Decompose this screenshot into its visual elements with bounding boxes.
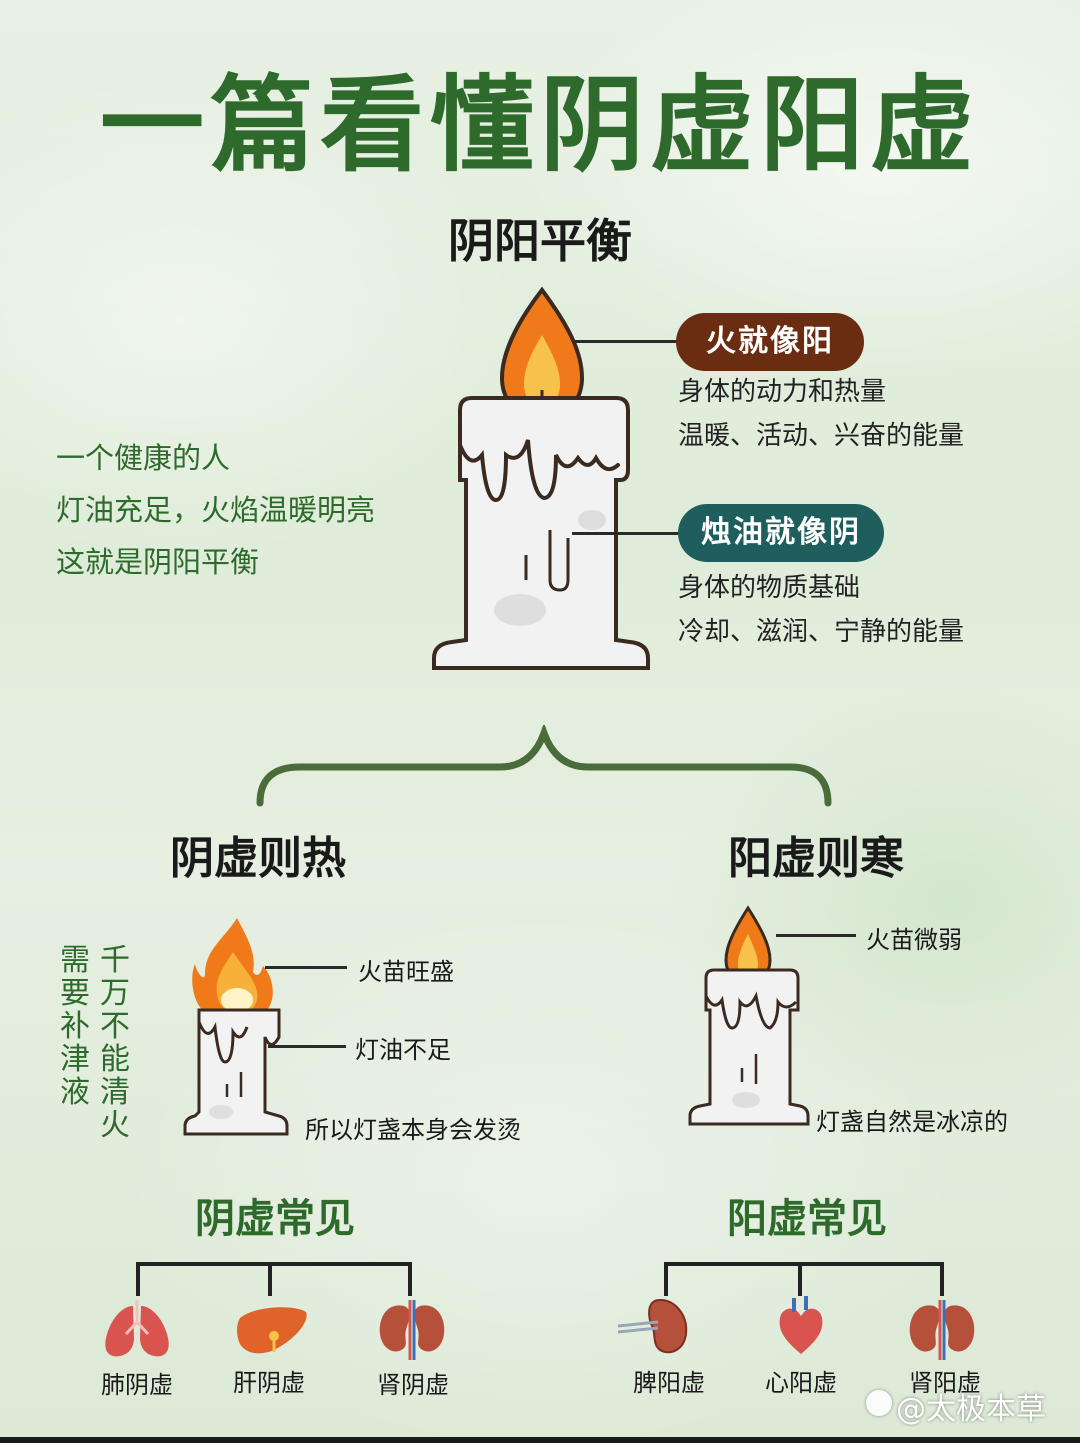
low-oil-label: 灯油不足: [355, 1036, 451, 1064]
brace-icon: [256, 725, 832, 807]
fire-pill: 火就像阳: [676, 313, 864, 371]
balance-line-2: 灯油充足，火焰温暖明亮: [56, 493, 376, 527]
organ-label-heart: 心阳虚: [765, 1369, 837, 1397]
weak-flame-connector: [776, 934, 856, 937]
yang-xu-heading: 阳虚则寒: [728, 833, 904, 884]
oil-pill: 烛油就像阴: [678, 504, 884, 562]
organ-label-kidney-yang: 肾阳虚: [909, 1369, 981, 1397]
heart-icon: [779, 1296, 823, 1354]
fire-line-1: 身体的动力和热量: [678, 377, 887, 407]
liver-icon: [237, 1307, 307, 1354]
oil-connector: [572, 532, 682, 535]
organ-label-kidney-yin: 肾阴虚: [377, 1371, 449, 1399]
vertical-note-left: 需要补津液: [60, 943, 90, 1110]
fire-description: 身体的动力和热量 温暖、活动、兴奋的能量: [678, 370, 964, 458]
strong-flame-connector: [265, 966, 347, 969]
cold-base-label: 灯盏自然是冰凉的: [816, 1108, 1008, 1136]
vertical-note-right: 千万不能清火: [100, 943, 130, 1143]
bottom-bar: [0, 1437, 1080, 1443]
yin-tree-lines: [136, 1262, 412, 1296]
small-candle-weak-flame-icon: [688, 905, 810, 1126]
yang-tree-lines: [664, 1262, 944, 1296]
balance-description: 一个健康的人 灯油充足，火焰温暖明亮 这就是阴阳平衡: [56, 432, 375, 588]
yin-common-heading: 阴虚常见: [195, 1195, 355, 1242]
watermark: @太极本草: [896, 1392, 1046, 1427]
strong-flame-label: 火苗旺盛: [358, 958, 454, 986]
oil-line-2: 冷却、滋润、宁静的能量: [678, 617, 965, 647]
organ-label-spleen: 脾阳虚: [633, 1369, 705, 1397]
yin-xu-heading: 阴虚则热: [170, 833, 346, 884]
balance-line-3: 这就是阴阳平衡: [56, 545, 260, 579]
small-candle-strong-flame-icon: [183, 918, 289, 1136]
lungs-icon: [105, 1300, 169, 1357]
organ-label-liver: 肝阴虚: [233, 1369, 305, 1397]
organ-label-lung: 肺阴虚: [101, 1371, 173, 1399]
fire-line-2: 温暖、活动、兴奋的能量: [678, 421, 965, 451]
hot-base-label: 所以灯盏本身会发烫: [305, 1116, 521, 1144]
weak-flame-label: 火苗微弱: [866, 926, 962, 954]
oil-pill-label: 烛油就像阴: [701, 515, 861, 550]
low-oil-connector: [268, 1045, 346, 1048]
balance-line-1: 一个健康的人: [56, 441, 231, 475]
spleen-icon: [617, 1298, 688, 1354]
candle-icon: [432, 286, 650, 670]
page-title: 一篇看懂阴虚阳虚: [99, 64, 980, 186]
paw-icon: [866, 1390, 892, 1416]
oil-line-1: 身体的物质基础: [678, 573, 861, 603]
fire-pill-label: 火就像阳: [706, 324, 834, 359]
balance-heading: 阴阳平衡: [448, 214, 632, 268]
yang-common-heading: 阳虚常见: [727, 1195, 887, 1242]
kidney-icon: [379, 1300, 445, 1360]
fire-connector: [575, 340, 685, 343]
kidney-icon: [909, 1300, 975, 1360]
oil-description: 身体的物质基础 冷却、滋润、宁静的能量: [678, 566, 964, 654]
